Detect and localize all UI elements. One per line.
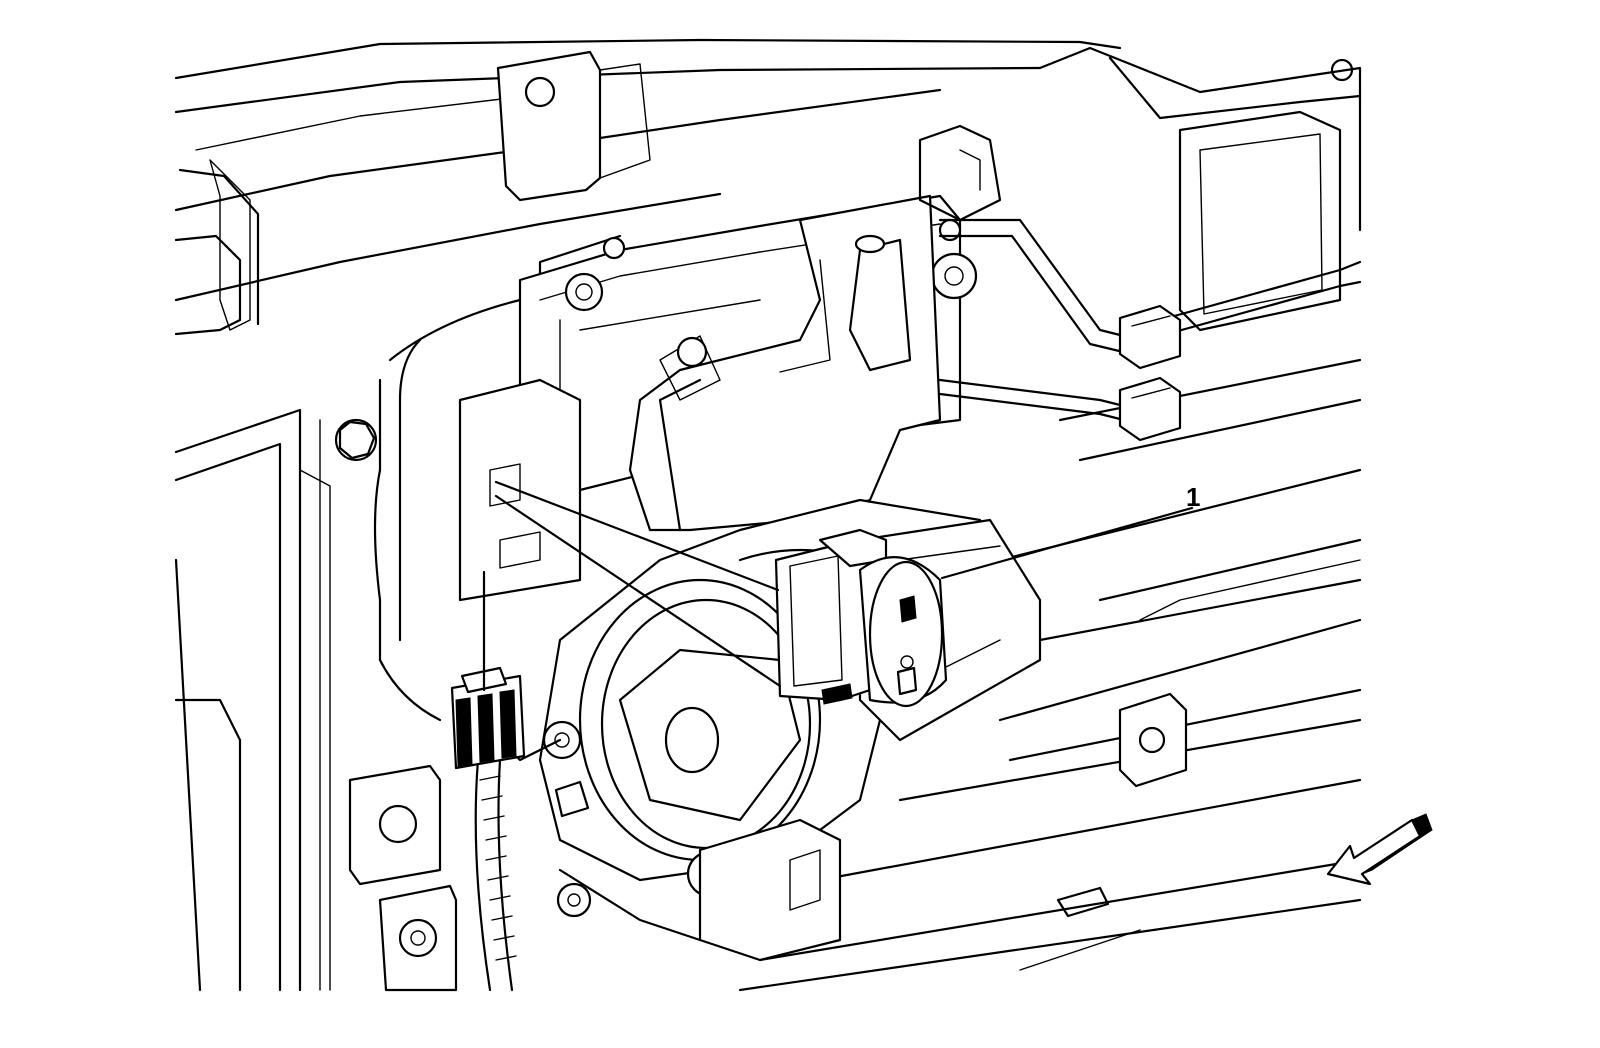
- arrow-left-down-icon: [1326, 813, 1433, 886]
- electrical-connector: [450, 666, 526, 770]
- wiring-harness: [474, 738, 562, 992]
- inside-door-handle: [628, 194, 942, 532]
- lock-rod: [918, 124, 1362, 442]
- leader-lines: [482, 480, 1194, 692]
- callout-1-label: 1: [1186, 482, 1200, 512]
- door-lock-switch: [774, 528, 948, 708]
- bracket-connector-tab: [458, 378, 582, 602]
- door-inner-panel: [174, 38, 1362, 992]
